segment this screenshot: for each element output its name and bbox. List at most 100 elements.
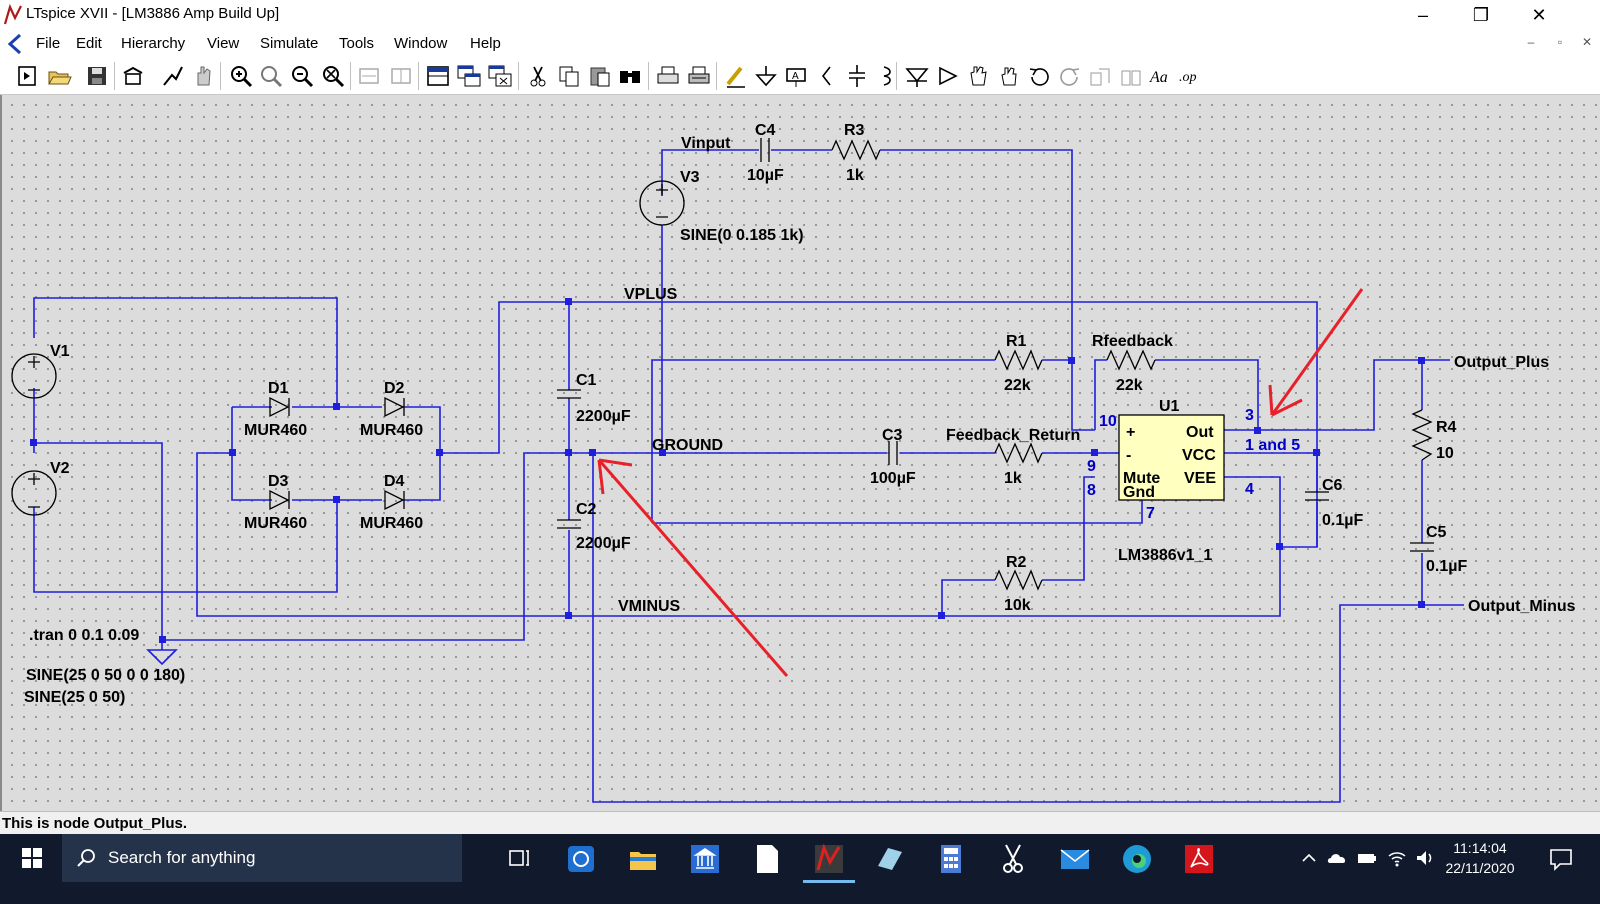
- voltage-source-v1[interactable]: V1: [11, 343, 70, 399]
- mdi-close-button[interactable]: ✕: [1581, 35, 1593, 49]
- ground-symbol[interactable]: [146, 640, 178, 666]
- taskbar-search-box[interactable]: Search for anything: [62, 834, 462, 882]
- redo-icon[interactable]: [1057, 63, 1083, 89]
- maximize-button[interactable]: ❐: [1472, 4, 1490, 25]
- text-icon[interactable]: Aa: [1148, 63, 1174, 89]
- resistor-r2[interactable]: R2 10k: [994, 554, 1043, 614]
- menu-file[interactable]: File: [36, 35, 61, 52]
- file-explorer-icon[interactable]: [626, 842, 660, 876]
- zoom-in-icon[interactable]: [228, 63, 254, 89]
- capacitor-c3[interactable]: C3 100µF: [870, 427, 916, 487]
- mirror-icon[interactable]: [1118, 63, 1144, 89]
- resistor-icon[interactable]: [814, 63, 840, 89]
- cut-icon[interactable]: [525, 63, 551, 89]
- net-label-output-plus[interactable]: Output_Plus: [1454, 354, 1549, 371]
- spice-directive-tran[interactable]: .tran 0 0.1 0.09: [29, 627, 139, 644]
- paste-icon[interactable]: [587, 63, 613, 89]
- mdi-minimize-button[interactable]: –: [1527, 35, 1535, 49]
- ic-u1-lm3886[interactable]: U1 + - Mute Gnd Out VCC VEE 10 9 8 7 3 1…: [1087, 398, 1300, 564]
- move-icon[interactable]: [965, 63, 991, 89]
- cascade-icon[interactable]: [456, 63, 482, 89]
- wires[interactable]: [33, 149, 1464, 803]
- halt-icon[interactable]: [190, 63, 216, 89]
- windows-start-icon[interactable]: [12, 844, 52, 874]
- diode-d3[interactable]: D3 MUR460: [244, 473, 307, 532]
- show-hidden-icons-icon[interactable]: [1298, 847, 1320, 869]
- capacitor-c5[interactable]: C5 0.1µF: [1410, 524, 1467, 575]
- schematic-document-icon[interactable]: [6, 33, 24, 55]
- snipping-tool-icon[interactable]: [996, 842, 1030, 876]
- wifi-icon[interactable]: [1386, 847, 1408, 869]
- net-label-output-minus[interactable]: Output_Minus: [1468, 598, 1576, 615]
- capacitor-c6[interactable]: C6 0.1µF: [1305, 477, 1363, 529]
- print-setup-icon[interactable]: [686, 63, 712, 89]
- zoom-out-icon[interactable]: [289, 63, 315, 89]
- net-label-feedback-return[interactable]: Feedback_Return: [946, 427, 1080, 444]
- taskbar-clock[interactable]: 11:14:04 22/11/2020: [1440, 838, 1520, 878]
- net-label-ground[interactable]: GROUND: [652, 437, 723, 454]
- edge-browser-icon[interactable]: [1120, 842, 1154, 876]
- minimize-button[interactable]: –: [1417, 4, 1428, 25]
- zoom-fit-icon[interactable]: [320, 63, 346, 89]
- rotate-icon[interactable]: [1087, 63, 1113, 89]
- open-icon[interactable]: [46, 63, 72, 89]
- control-panel-icon[interactable]: [120, 63, 146, 89]
- task-view-icon[interactable]: [502, 842, 536, 876]
- component-icon[interactable]: [935, 63, 961, 89]
- drag-icon[interactable]: [996, 63, 1022, 89]
- new-schematic-icon[interactable]: [14, 63, 40, 89]
- voltage-source-v2[interactable]: V2: [11, 460, 70, 516]
- menu-hierarchy[interactable]: Hierarchy: [121, 35, 186, 52]
- acrobat-app-icon[interactable]: [1182, 842, 1216, 876]
- spice-directive-icon[interactable]: .op: [1178, 63, 1204, 89]
- menu-edit[interactable]: Edit: [76, 35, 102, 52]
- capacitor-c4[interactable]: C4 10µF: [747, 122, 784, 184]
- sync-app-icon[interactable]: [564, 842, 598, 876]
- tile-vertical-icon[interactable]: [388, 63, 414, 89]
- mdi-restore-button[interactable]: ▫: [1557, 35, 1563, 49]
- notifications-icon[interactable]: [1548, 847, 1574, 871]
- capacitor-c2[interactable]: C2 2200µF: [557, 501, 631, 552]
- document-app-icon[interactable]: [750, 842, 784, 876]
- diode-d1[interactable]: D1 MUR460: [244, 380, 307, 439]
- zoom-area-icon[interactable]: [258, 63, 284, 89]
- net-label-vplus[interactable]: VPLUS: [624, 286, 678, 303]
- menu-help[interactable]: Help: [470, 35, 501, 52]
- ground-icon[interactable]: [753, 63, 779, 89]
- menu-tools[interactable]: Tools: [339, 35, 375, 52]
- undo-icon[interactable]: [1026, 63, 1052, 89]
- net-label-vminus[interactable]: VMINUS: [618, 598, 681, 615]
- print-icon[interactable]: [655, 63, 681, 89]
- schematic-drawing[interactable]: V1 V2 V3 SINE(0 0.185 1k) D1 MUR460 D2 M…: [2, 95, 1600, 811]
- notes-app-icon[interactable]: [872, 842, 906, 876]
- schematic-canvas[interactable]: V1 V2 V3 SINE(0 0.185 1k) D1 MUR460 D2 M…: [0, 95, 1600, 811]
- resistor-r1[interactable]: R1 22k: [994, 333, 1043, 394]
- wire-icon[interactable]: [723, 63, 749, 89]
- diode-d2[interactable]: D2 MUR460: [360, 380, 423, 439]
- battery-icon[interactable]: [1356, 847, 1378, 869]
- diode-icon[interactable]: [904, 63, 930, 89]
- close-all-icon[interactable]: [487, 63, 513, 89]
- save-icon[interactable]: [84, 63, 110, 89]
- menu-simulate[interactable]: Simulate: [260, 35, 319, 52]
- autorange-icon[interactable]: [356, 63, 382, 89]
- resistor-r3[interactable]: R3 1k: [831, 122, 881, 184]
- bank-app-icon[interactable]: [688, 842, 722, 876]
- voltage-source-v3[interactable]: V3 SINE(0 0.185 1k): [639, 169, 804, 244]
- menu-window[interactable]: Window: [394, 35, 448, 52]
- onedrive-icon[interactable]: [1326, 847, 1348, 869]
- close-button[interactable]: ✕: [1531, 4, 1547, 25]
- net-label-vinput[interactable]: Vinput: [681, 135, 731, 152]
- capacitor-c1[interactable]: C1 2200µF: [557, 372, 631, 425]
- resistor-r4[interactable]: R4 10: [1411, 409, 1457, 462]
- label-net-icon[interactable]: A: [783, 63, 809, 89]
- volume-icon[interactable]: [1414, 847, 1436, 869]
- diode-d4[interactable]: D4 MUR460: [360, 473, 423, 532]
- menu-view[interactable]: View: [207, 35, 240, 52]
- resistor-feedback-return[interactable]: 1k: [994, 442, 1043, 487]
- tile-horizontal-icon[interactable]: [425, 63, 451, 89]
- copy-icon[interactable]: [556, 63, 582, 89]
- ltspice-app-icon[interactable]: [812, 842, 846, 876]
- capacitor-icon[interactable]: [844, 63, 870, 89]
- calculator-app-icon[interactable]: [934, 842, 968, 876]
